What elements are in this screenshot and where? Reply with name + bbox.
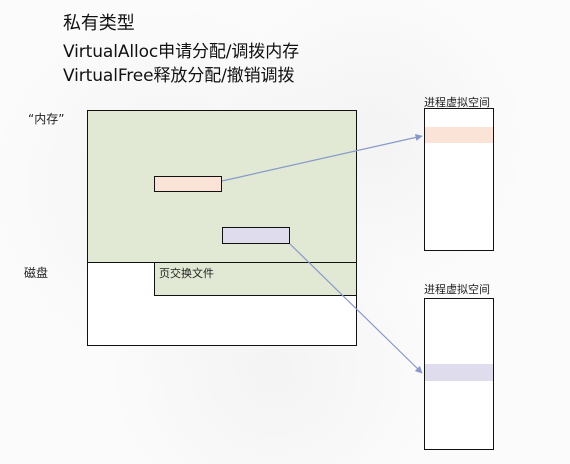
diagram-title: 私有类型 bbox=[63, 13, 135, 34]
process-space-bottom-stripe bbox=[425, 364, 493, 381]
process-space-label-bottom: 进程虚拟空间 bbox=[424, 283, 490, 296]
memory-block-lavender bbox=[222, 227, 290, 244]
memory-label: “内存” bbox=[28, 112, 65, 126]
page-file-label: 页交换文件 bbox=[159, 267, 214, 280]
alloc-description: VirtualAlloc申请分配/调拨内存 bbox=[63, 42, 299, 62]
process-space-top-stripe bbox=[425, 127, 493, 143]
disk-label: 磁盘 bbox=[24, 266, 49, 280]
process-virtual-space-top bbox=[424, 108, 494, 251]
memory-block-peach bbox=[154, 176, 222, 192]
process-space-label-top: 进程虚拟空间 bbox=[424, 96, 490, 109]
free-description: VirtualFree释放分配/撤销调拨 bbox=[63, 66, 295, 86]
process-virtual-space-bottom bbox=[424, 298, 494, 450]
